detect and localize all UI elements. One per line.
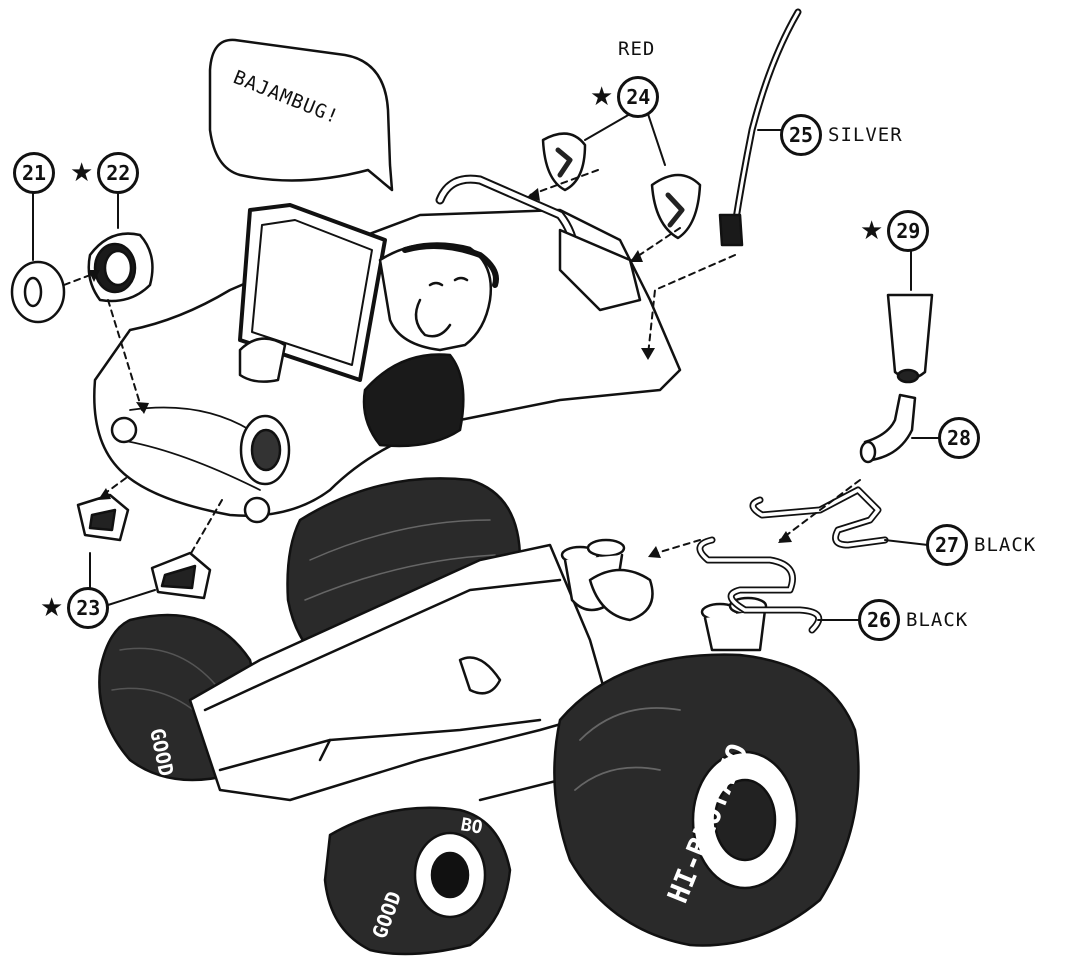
tire-front-left-suffix: BO (459, 814, 484, 838)
arrow-heads (88, 188, 792, 558)
exhaust-pipe-26 (696, 536, 823, 634)
tire-front-left: GOOD BO (323, 806, 512, 956)
speech-bubble: BAJAMBUG! (208, 38, 394, 192)
star-24: ★ (590, 82, 614, 112)
assembly-arrows (63, 169, 861, 556)
callout-21-circle: 21 (13, 152, 55, 194)
part-29-shift-knob (886, 293, 934, 384)
body-headlight (110, 337, 291, 524)
callout-28: 28 (938, 417, 980, 459)
callout-26-number: 26 (866, 608, 892, 632)
callout-25-circle: 25 (780, 114, 822, 156)
callout-29-number: 29 (896, 219, 921, 243)
driver-figure (362, 242, 499, 448)
callout-23-number: 23 (76, 596, 101, 620)
callout-25-color: SILVER (828, 124, 903, 146)
callout-23-circle: 23 (67, 587, 110, 629)
part-21-lens (10, 260, 66, 324)
windshield (238, 203, 387, 382)
star-29: ★ (860, 216, 884, 246)
callout-29-circle: 29 (887, 210, 930, 252)
callout-25-number: 25 (788, 123, 814, 147)
callout-22: ★ 22 (70, 152, 140, 194)
callout-27: 27 BLACK (926, 524, 1036, 566)
callout-22-number: 22 (106, 161, 131, 185)
callout-27-color: BLACK (974, 534, 1037, 556)
star-22: ★ (70, 158, 94, 188)
exhaust-pipe-27 (749, 486, 889, 549)
callout-21-number: 21 (21, 161, 47, 185)
callout-29: ★ 29 (860, 210, 930, 252)
callout-27-circle: 27 (926, 524, 968, 566)
callout-27-number: 27 (934, 533, 960, 557)
tire-rear-right: HI-BLOTATO (553, 653, 860, 947)
callout-26-color: BLACK (906, 609, 969, 631)
buggy-body (93, 174, 682, 517)
callout-22-circle: 22 (97, 152, 140, 194)
callout-24-circle: 24 (617, 76, 660, 118)
callout-26: 26 BLACK (858, 599, 968, 641)
part-23-taillight-b (150, 551, 212, 600)
callout-23: ★ 23 (40, 587, 110, 629)
callout-28-circle: 28 (938, 417, 980, 459)
part-25-antenna (718, 8, 802, 247)
part-23-taillight-a (76, 493, 130, 542)
part-24-reflector-b (650, 173, 702, 240)
callout-28-number: 28 (946, 426, 972, 450)
callout-leaders (32, 113, 941, 621)
callout-21: 21 (13, 152, 55, 194)
star-23: ★ (40, 593, 64, 623)
callout-26-circle: 26 (858, 599, 900, 641)
callout-24-color: RED (618, 38, 656, 60)
callout-25: 25 SILVER (780, 114, 903, 156)
part-28-elbow-pipe (859, 393, 917, 464)
part-24-reflector-a (541, 132, 587, 192)
part-22-headlight (87, 232, 154, 303)
callout-24-number: 24 (626, 85, 651, 109)
